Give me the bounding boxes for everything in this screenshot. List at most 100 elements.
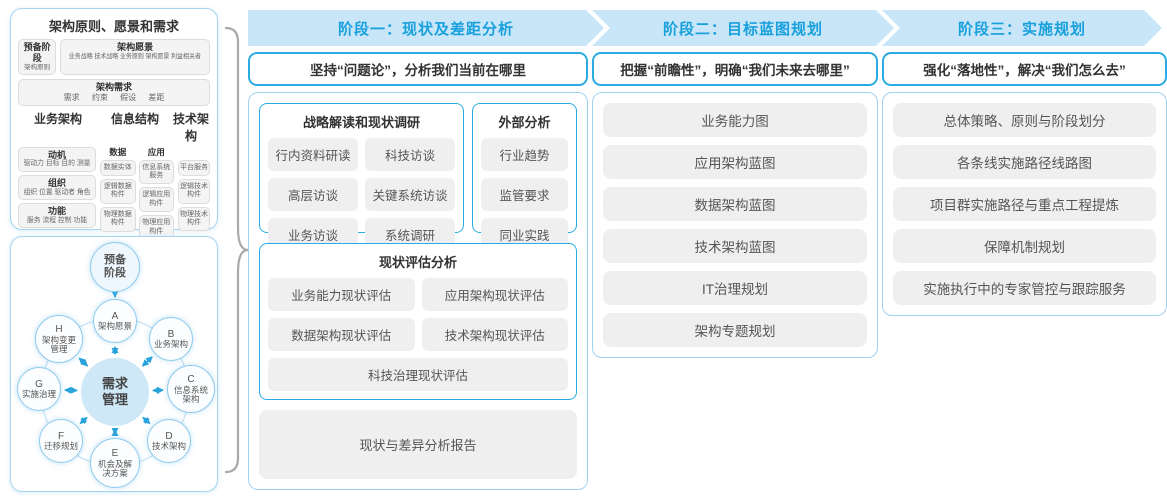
adm-node-name: 信息系统架构 xyxy=(173,384,208,404)
adm-node-letter: H xyxy=(55,324,63,336)
adm-node-letter: C xyxy=(187,374,195,386)
function-title: 功能 xyxy=(47,206,66,217)
list-item: 信息系统服务 xyxy=(138,159,174,185)
technical-arch-column: 平台服务逻辑技术构件物理技术构件 xyxy=(178,147,210,241)
adm-prep-node: 预备阶段 xyxy=(90,242,140,292)
list-item: 逻辑数据构件 xyxy=(100,179,136,204)
list-item: 数据架构蓝图 xyxy=(603,187,867,221)
architecture-columns: 动机 驱动力 目标 目的 测量 组织 组织 位置 驱动者 角色 功能 服务 流程… xyxy=(18,146,210,241)
strategy-research-items: 行内资料研读科技访谈高层访谈关键系统访谈业务访谈系统调研 xyxy=(268,138,456,251)
list-item: 科技治理现状评估 xyxy=(268,358,568,391)
architecture-principles-panel: 架构原则、愿景和需求 预备阶段 架构原则 架构愿景 业务战略 技术战略 业务原则… xyxy=(10,8,218,282)
motivation-sub: 驱动力 目标 目的 测量 xyxy=(23,160,91,168)
adm-prep-label: 预备阶段 xyxy=(104,254,126,279)
external-analysis-title: 外部分析 xyxy=(498,115,551,130)
list-item: 数据实体 xyxy=(100,159,136,177)
list-item: 业务能力图 xyxy=(603,103,867,137)
list-item: 平台服务 xyxy=(178,159,210,176)
list-item: 科技访谈 xyxy=(365,138,456,171)
adm-node-name: 实施治理 xyxy=(21,389,56,400)
prep-sub: 架构原则 xyxy=(24,63,51,71)
technical-arch-header: 技术架构 xyxy=(172,111,209,143)
adm-node-name: 架构变更管理 xyxy=(41,334,76,354)
phase3-content: 总体策略、原则与阶段划分各条线实施路径线路图项目群实施路径与重点工程提炼保障机制… xyxy=(882,92,1167,316)
application-subheader: 应用 xyxy=(147,146,165,157)
list-item: IT治理规划 xyxy=(603,271,867,305)
list-item: 物理应用构件 xyxy=(138,215,174,241)
organization-sub: 组织 位置 驱动者 角色 xyxy=(23,188,91,196)
adm-node-letter: A xyxy=(111,310,119,322)
list-item: 保障机制规划 xyxy=(893,229,1156,263)
list-item: 逻辑技术构件 xyxy=(178,178,210,204)
spacer xyxy=(178,147,210,157)
adm-radial-arrow xyxy=(78,357,89,367)
phase3-column: 阶段三：实施规划 强化“落地性”，解决“我们怎么去” 总体策略、原则与阶段划分各… xyxy=(882,10,1167,316)
data-items: 数据实体逻辑数据构件物理数据构件 xyxy=(100,159,136,232)
phase1-top-row: 战略解读和现状调研 行内资料研读科技访谈高层访谈关键系统访谈业务访谈系统调研 外… xyxy=(259,103,577,251)
phase3-subtitle: 强化“落地性”，解决“我们怎么去” xyxy=(882,52,1167,86)
vision-box: 架构愿景 业务战略 技术战略 业务原则 架构愿景 利益相关者 xyxy=(60,39,210,75)
function-box: 功能 服务 流程 控制 功能 xyxy=(18,203,96,229)
adm-radial-arrow xyxy=(142,416,151,425)
application-subcolumn: 应用 信息系统服务逻辑应用构件物理应用构件 xyxy=(138,146,174,241)
function-sub: 服务 流程 控制 功能 xyxy=(26,216,88,224)
phase1-column: 阶段一：现状及差距分析 坚持“问题论”，分析我们当前在哪里 战略解读和现状调研 … xyxy=(248,10,588,490)
adm-radial-arrow xyxy=(79,416,88,425)
organization-title: 组织 xyxy=(47,177,66,188)
list-item: 物理数据构件 xyxy=(100,206,136,232)
curly-brace xyxy=(224,26,249,474)
adm-node-letter: F xyxy=(57,430,65,442)
information-structure-header: 信息结构 xyxy=(110,111,159,126)
prep-vision-row: 预备阶段 架构原则 架构愿景 业务战略 技术战略 业务原则 架构愿景 利益相关者 xyxy=(18,39,210,75)
assessment-items: 业务能力现状评估应用架构现状评估数据架构现状评估技术架构现状评估科技治理现状评估 xyxy=(268,278,568,391)
list-item: 数据架构现状评估 xyxy=(268,318,415,351)
requirements-box: 架构需求 需求 约束 假设 差距 xyxy=(18,78,210,106)
adm-node-letter: E xyxy=(111,448,119,460)
vision-title: 架构愿景 xyxy=(117,42,154,52)
adm-node-letter: G xyxy=(35,378,43,390)
adm-node-name: 架构愿景 xyxy=(97,321,132,332)
prep-phase-box: 预备阶段 架构原则 xyxy=(18,39,57,75)
list-item: 物理技术构件 xyxy=(178,206,210,232)
business-arch-header: 业务架构 xyxy=(33,111,82,126)
adm-node-name: 技术架构 xyxy=(151,441,186,452)
adm-node-name: 迁移规划 xyxy=(43,441,78,452)
phase2-header-band: 阶段二：目标蓝图规划 xyxy=(592,10,894,46)
strategy-research-title: 战略解读和现状调研 xyxy=(303,115,421,130)
adm-radial-arrow xyxy=(64,386,78,394)
phase1-header-band: 阶段一：现状及差距分析 xyxy=(248,10,604,46)
adm-node-letter: D xyxy=(165,430,173,442)
assessment-box: 现状评估分析 业务能力现状评估应用架构现状评估数据架构现状评估技术架构现状评估科… xyxy=(259,243,577,400)
list-item: 应用架构蓝图 xyxy=(603,145,867,179)
phase2-subtitle: 把握“前瞻性”，明确“我们未来去哪里” xyxy=(592,52,878,86)
phase2-column: 阶段二：目标蓝图规划 把握“前瞻性”，明确“我们未来去哪里” 业务能力图应用架构… xyxy=(592,10,878,358)
external-analysis-items: 行业趋势监管要求同业实践 xyxy=(481,138,568,251)
motivation-box: 动机 驱动力 目标 目的 测量 xyxy=(18,146,96,172)
adm-radial-arrow xyxy=(141,356,153,367)
list-item: 业务能力现状评估 xyxy=(268,278,415,311)
vision-sub: 业务战略 技术战略 业务原则 架构愿景 利益相关者 xyxy=(69,52,202,60)
data-subcolumn: 数据 数据实体逻辑数据构件物理数据构件 xyxy=(100,147,136,241)
list-item: 实施执行中的专家管控与跟踪服务 xyxy=(893,271,1156,305)
list-item: 逻辑应用构件 xyxy=(138,187,174,213)
adm-center-label: 需求管理 xyxy=(101,375,128,407)
list-item: 关键系统访谈 xyxy=(365,178,456,211)
data-subheader: 数据 xyxy=(109,146,127,157)
adm-node-letter: B xyxy=(167,328,175,340)
adm-node-name: 业务架构 xyxy=(153,339,188,350)
organization-box: 组织 组织 位置 驱动者 角色 xyxy=(18,174,96,201)
list-item: 总体策略、原则与阶段划分 xyxy=(893,103,1156,137)
list-item: 行内资料研读 xyxy=(268,138,358,171)
assessment-title: 现状评估分析 xyxy=(378,255,457,270)
list-item: 各条线实施路径线路图 xyxy=(893,145,1156,179)
external-analysis-box: 外部分析 行业趋势监管要求同业实践 xyxy=(472,103,577,251)
prep-title: 预备阶段 xyxy=(23,42,51,63)
